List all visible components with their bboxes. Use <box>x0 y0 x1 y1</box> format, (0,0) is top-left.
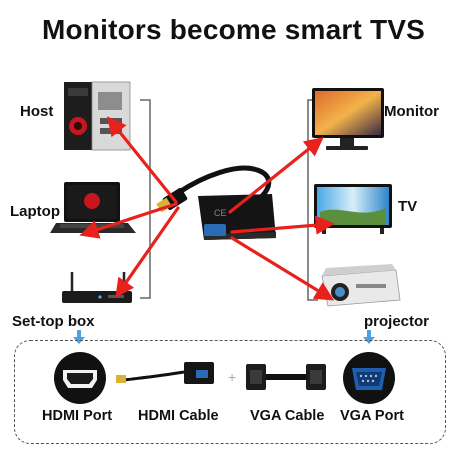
projector-icon <box>321 264 401 307</box>
monitor-icon <box>312 88 384 150</box>
arrow-to-host <box>106 116 178 204</box>
label-host: Host <box>20 103 54 120</box>
page-title: Monitors become smart TVS <box>41 14 426 45</box>
arrow-to-tv <box>230 215 335 235</box>
arrow-to-settop <box>115 206 180 298</box>
label-hdmi-cable: HDMI Cable <box>138 408 219 424</box>
host-tower-icon <box>64 81 131 151</box>
label-tv: TV <box>398 198 418 215</box>
accessories-panel <box>14 340 446 444</box>
vga-port-icon <box>343 352 395 404</box>
tv-icon <box>314 184 392 234</box>
plus-sign: + <box>228 369 236 385</box>
label-vga-port: VGA Port <box>340 408 404 424</box>
label-projector: projector <box>364 313 430 330</box>
arrow-to-laptop <box>79 202 178 239</box>
arrow-to-monitor <box>228 137 324 214</box>
label-laptop: Laptop <box>10 203 60 220</box>
connection-arrows <box>79 116 335 301</box>
left-bracket <box>140 99 151 299</box>
vga-cable-icon <box>246 364 326 390</box>
hdmi-cable-icon <box>116 362 214 384</box>
arrow-to-projector <box>230 236 335 301</box>
label-settop: Set-top box <box>12 313 95 330</box>
label-hdmi-port: HDMI Port <box>42 408 113 424</box>
label-vga-cable: VGA Cable <box>250 408 325 424</box>
hdmi-port-icon <box>54 352 106 404</box>
laptop-icon <box>50 182 136 233</box>
adapter-mark: CE <box>214 208 227 218</box>
label-monitor: Monitor <box>384 103 439 120</box>
